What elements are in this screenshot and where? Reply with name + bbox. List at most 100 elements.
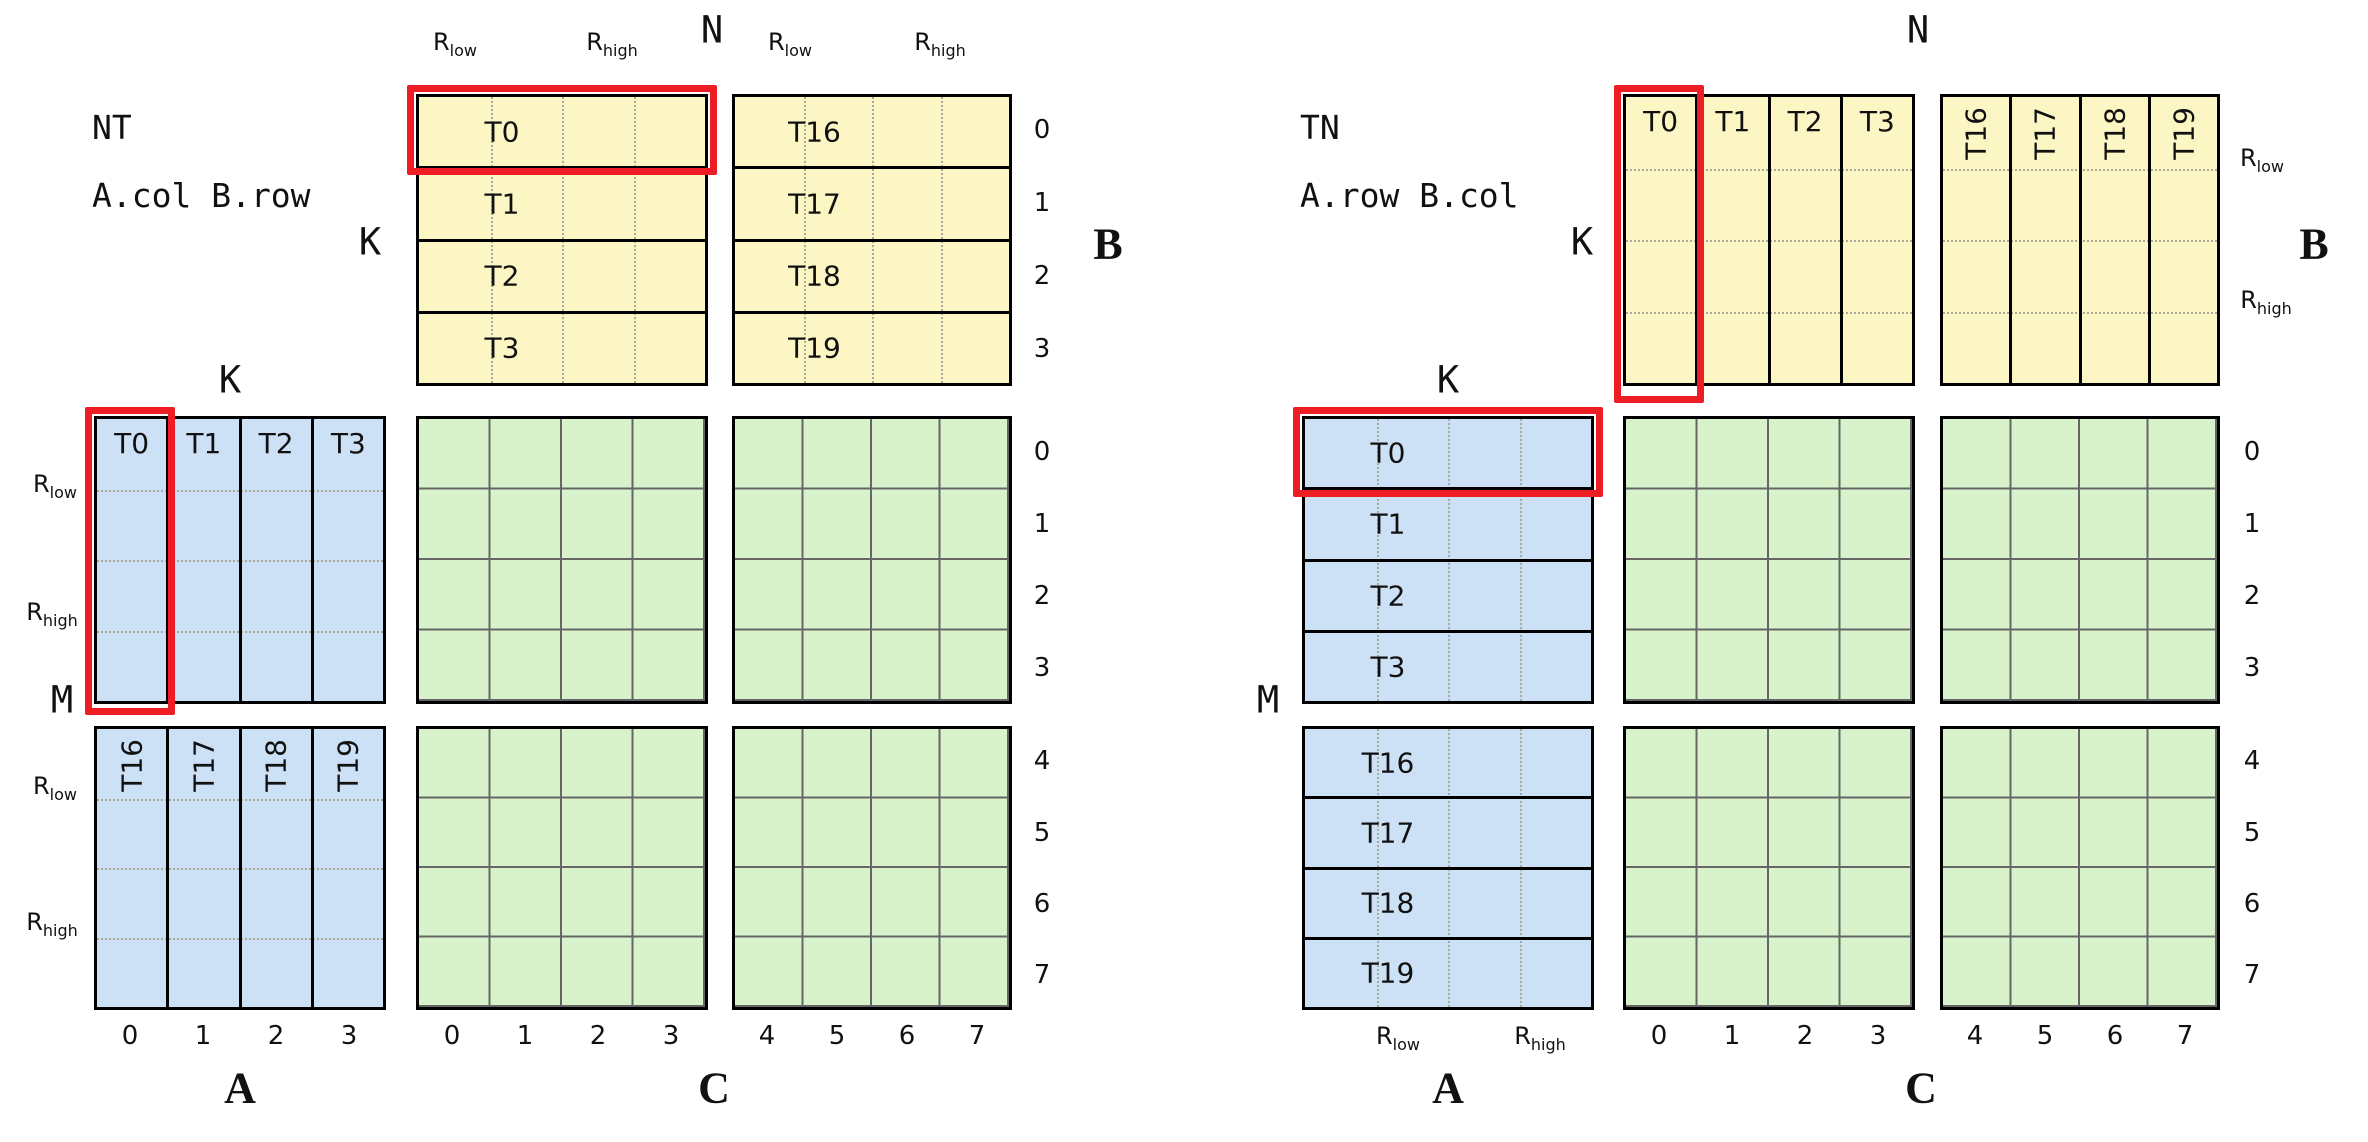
b-matrix-block-2: T16 T17 T18 T19 bbox=[732, 94, 1012, 386]
tile-column: T1 bbox=[1698, 97, 1771, 383]
tile-column: T0 bbox=[97, 419, 170, 701]
tile-label: T2 bbox=[484, 259, 520, 293]
tile-label: T0 bbox=[484, 115, 520, 149]
tile-label: T16 bbox=[788, 115, 841, 149]
r-sub: high bbox=[42, 920, 78, 940]
k-axis-label-b: K bbox=[1570, 220, 1594, 264]
tile-row: T0 bbox=[1305, 419, 1591, 491]
n-axis-label: N bbox=[700, 8, 724, 52]
r-sub: high bbox=[602, 40, 638, 60]
tile-column: T2 bbox=[242, 419, 314, 701]
c-matrix-block bbox=[1623, 726, 1915, 1010]
c-col-index: 5 bbox=[2036, 1021, 2054, 1051]
r-sub: low bbox=[1392, 1034, 1421, 1054]
k-axis-label-a: K bbox=[1436, 358, 1460, 402]
a-matrix-block-2: T16 T17 T18 T19 bbox=[94, 726, 386, 1010]
tile-label: T3 bbox=[484, 331, 520, 365]
tile-label: T17 bbox=[788, 187, 841, 221]
a-col-index: 2 bbox=[267, 1021, 285, 1051]
tile-label: T19 bbox=[331, 739, 365, 792]
a-col-index: 1 bbox=[194, 1021, 212, 1051]
tile-column: T0 bbox=[1626, 97, 1699, 383]
r-base: R bbox=[1375, 1022, 1393, 1050]
c-row-index: 6 bbox=[2243, 889, 2261, 919]
tile-row: T16 bbox=[1305, 729, 1591, 800]
c-col-index: 6 bbox=[2106, 1021, 2124, 1051]
r-sub: high bbox=[2256, 298, 2292, 318]
tile-label: T16 bbox=[1361, 746, 1415, 780]
k-axis-label-b: K bbox=[358, 220, 382, 264]
tile-column: T17 bbox=[169, 729, 242, 1007]
c-matrix-block bbox=[732, 416, 1012, 704]
tile-label: T19 bbox=[2167, 107, 2201, 160]
tile-label: T3 bbox=[1859, 105, 1895, 138]
tile-row: T3 bbox=[1305, 633, 1591, 701]
c-row-index: 5 bbox=[1033, 818, 1051, 848]
tile-label: T1 bbox=[1715, 105, 1751, 138]
tile-row: T2 bbox=[419, 242, 705, 314]
r-sub: low bbox=[784, 40, 813, 60]
tile-label: T1 bbox=[484, 187, 520, 221]
c-row-index: 2 bbox=[2243, 581, 2261, 611]
n-axis-label: N bbox=[1906, 8, 1930, 52]
tile-column: T1 bbox=[169, 419, 242, 701]
tile-column: T18 bbox=[242, 729, 314, 1007]
tile-row: T2 bbox=[1305, 562, 1591, 633]
c-row-index: 4 bbox=[2243, 746, 2261, 776]
c-col-index: 2 bbox=[1796, 1021, 1814, 1051]
c-col-index: 0 bbox=[1650, 1021, 1668, 1051]
r-sub: high bbox=[42, 610, 78, 630]
c-col-index: 2 bbox=[589, 1021, 607, 1051]
tile-label: T3 bbox=[1370, 650, 1406, 684]
tile-column: T3 bbox=[314, 419, 383, 701]
r-sub: low bbox=[449, 40, 478, 60]
a-matrix-block-1: T0 T1 T2 T3 bbox=[94, 416, 386, 704]
tile-row: T18 bbox=[735, 242, 1009, 314]
r-low-label: Rlow bbox=[1375, 1022, 1420, 1052]
c-row-index: 4 bbox=[1033, 746, 1051, 776]
r-base: R bbox=[586, 28, 603, 56]
c-col-index: 3 bbox=[662, 1021, 680, 1051]
m-axis-label: M bbox=[50, 678, 74, 722]
r-high-label: Rhigh bbox=[914, 28, 966, 58]
r-base: R bbox=[432, 28, 450, 56]
b-row-index: 0 bbox=[1033, 115, 1051, 145]
matrix-b-label: B bbox=[2299, 219, 2329, 269]
panel-title-line1: TN bbox=[1300, 108, 1340, 147]
tile-label: T0 bbox=[1643, 105, 1679, 138]
r-base: R bbox=[32, 772, 50, 800]
tile-column: T2 bbox=[1771, 97, 1843, 383]
matrix-a-label: A bbox=[1432, 1063, 1464, 1113]
c-row-index: 3 bbox=[2243, 653, 2261, 683]
c-row-index: 6 bbox=[1033, 889, 1051, 919]
a-col-index: 3 bbox=[340, 1021, 358, 1051]
b-row-index: 1 bbox=[1033, 188, 1051, 218]
tile-column: T18 bbox=[2082, 97, 2151, 383]
tile-label: T1 bbox=[1370, 507, 1406, 541]
r-base: R bbox=[26, 908, 43, 936]
matrix-c-label: C bbox=[698, 1063, 730, 1113]
tile-label: T17 bbox=[187, 739, 221, 792]
tile-row: T19 bbox=[1305, 940, 1591, 1007]
r-sub: high bbox=[1530, 1034, 1566, 1054]
r-sub: low bbox=[2256, 156, 2285, 176]
tile-label: T16 bbox=[1959, 107, 1993, 160]
c-matrix-block bbox=[1940, 726, 2220, 1010]
r-high-label: Rhigh bbox=[1514, 1022, 1566, 1052]
tile-row: T19 bbox=[735, 314, 1009, 383]
r-base: R bbox=[2240, 286, 2257, 314]
tile-column: T3 bbox=[1843, 97, 1912, 383]
tile-row: T3 bbox=[419, 314, 705, 383]
panel-title-line1: NT bbox=[92, 108, 132, 147]
c-row-index: 3 bbox=[1033, 653, 1051, 683]
b-matrix-block-2: T16 T17 T18 T19 bbox=[1940, 94, 2220, 386]
c-row-index: 5 bbox=[2243, 818, 2261, 848]
tile-label: T17 bbox=[2028, 107, 2062, 160]
c-col-index: 7 bbox=[2176, 1021, 2194, 1051]
c-row-index: 0 bbox=[1033, 437, 1051, 467]
r-sub: high bbox=[930, 40, 966, 60]
c-row-index: 2 bbox=[1033, 581, 1051, 611]
c-col-index: 1 bbox=[516, 1021, 534, 1051]
r-high-label: Rhigh bbox=[586, 28, 638, 58]
r-high-label: Rhigh bbox=[26, 598, 78, 628]
